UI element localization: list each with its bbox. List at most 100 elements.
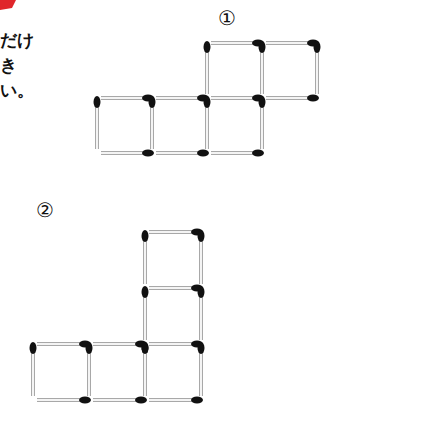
match-head [142,286,149,298]
match-head [30,342,37,354]
match-stick-outline [156,96,203,100]
match-stick-body [211,42,258,44]
matchstick [86,342,93,396]
match-stick-body [266,42,313,44]
matchstick [198,286,205,340]
match-head [191,397,203,404]
match-stick-outline [205,102,209,149]
matchstick [156,150,209,157]
match-stick-outline [199,348,203,396]
match-stick-outline [315,47,319,94]
match-stick-body [149,343,197,345]
match-stick-outline [260,102,264,149]
match-stick-body [144,292,146,340]
match-stick-body [206,47,208,94]
match-stick-body [200,236,202,284]
match-stick-body [32,348,34,396]
match-stick-outline [143,348,147,396]
match-head [198,230,205,242]
match-stick-body [37,399,85,401]
match-stick-outline [143,236,147,284]
match-stick-outline [199,236,203,284]
match-stick-outline [211,151,258,155]
match-stick-outline [101,151,148,155]
matchstick [37,397,91,404]
match-head [94,96,101,108]
matchstick [94,96,101,149]
match-stick-outline [149,342,197,346]
matchstick [156,95,209,102]
match-stick-outline [266,41,313,45]
matchstick [259,96,266,149]
match-head [307,95,319,102]
match-stick-outline [93,398,141,402]
match-stick-body [200,292,202,340]
match-stick-body [149,231,197,233]
match-stick-body [93,399,141,401]
figure-number: ② [36,200,54,220]
match-stick-outline [150,102,154,149]
match-stick-body [211,97,258,99]
matchstick [142,230,149,284]
match-head [198,342,205,354]
matchstick [93,341,147,348]
match-head [142,342,149,354]
matchstick [211,150,264,157]
match-stick-body [101,97,148,99]
match-stick-body [93,343,141,345]
match-stick-body [88,348,90,396]
match-head [197,150,209,157]
match-stick-outline [87,348,91,396]
match-stick-outline [37,398,85,402]
matchstick [149,341,203,348]
match-head [204,41,211,53]
matchsticks [30,40,321,404]
match-stick-outline [211,41,258,45]
match-stick-outline [95,102,99,149]
match-head [259,41,266,53]
matchstick [198,230,205,284]
match-stick-body [149,399,197,401]
match-stick-body [261,102,263,149]
match-stick-body [266,97,313,99]
match-head [142,150,154,157]
match-head [142,342,149,354]
instruction-fragment: い。 [0,82,34,99]
matchstick [149,96,156,149]
match-stick-body [261,47,263,94]
matchstick [149,397,203,404]
match-stick-outline [101,96,148,100]
match-stick-body [211,152,258,154]
match-stick-outline [31,348,35,396]
matchstick [266,95,319,102]
matchstick [211,40,264,47]
matchstick [101,95,154,102]
match-head [86,342,93,354]
instruction-fragment: だけ [0,32,34,49]
matchstick [314,41,321,94]
match-stick-outline [199,292,203,340]
match-stick-body [101,152,148,154]
matchstick [266,40,319,47]
match-stick-body [96,102,98,149]
match-stick-body [37,343,85,345]
matchstick [37,341,91,348]
match-stick-outline [93,342,141,346]
red-mark [0,0,16,10]
match-stick-outline [143,348,147,396]
match-stick-outline [156,151,203,155]
matchstick [259,41,266,94]
matchstick [149,285,203,292]
instruction-fragment: き [0,57,17,74]
matchstick [30,342,37,396]
match-head [79,397,91,404]
match-head [204,96,211,108]
match-head [314,41,321,53]
matchstick [198,342,205,396]
match-stick-body [149,287,197,289]
match-stick-outline [266,96,313,100]
match-stick-body [144,236,146,284]
match-stick-body [151,102,153,149]
match-stick-outline [143,292,147,340]
